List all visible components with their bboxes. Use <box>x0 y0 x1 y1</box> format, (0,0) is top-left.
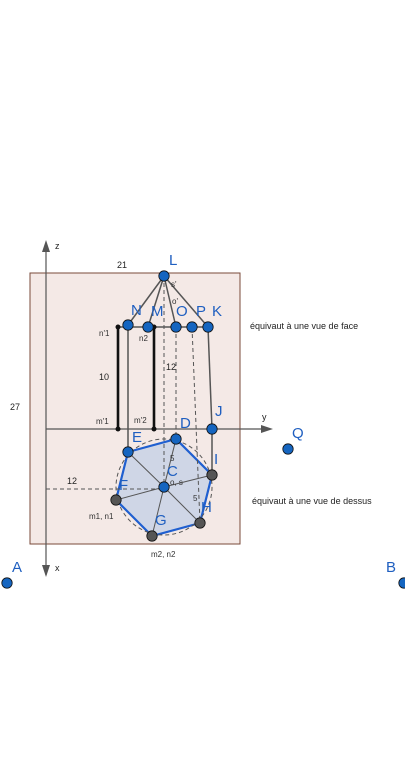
point-G[interactable] <box>146 530 158 542</box>
point-C[interactable] <box>158 481 170 493</box>
dim-h12: 12 <box>166 362 176 372</box>
label-L: L <box>169 252 177 269</box>
dim-height: 27 <box>10 402 20 412</box>
label-m2n2: m2, n2 <box>151 550 176 559</box>
z-axis <box>42 240 50 577</box>
note-top-view: équivaut à une vue de dessus <box>252 496 372 506</box>
label-E: E <box>132 429 142 446</box>
label-A: A <box>12 559 22 576</box>
label-m1n1: m1, n1 <box>89 512 114 521</box>
point-P[interactable] <box>186 321 198 333</box>
label-n2: n2 <box>139 334 148 343</box>
small-dots <box>115 324 157 432</box>
dim-s5a: 5 <box>170 454 175 463</box>
label-m2-prime: m'2 <box>134 416 147 425</box>
point-L[interactable] <box>158 270 170 282</box>
label-K: K <box>212 303 222 320</box>
point-Q[interactable] <box>282 443 294 455</box>
point-H[interactable] <box>194 517 206 529</box>
point-A[interactable] <box>1 577 13 589</box>
label-G: G <box>155 512 167 529</box>
dim-width: 21 <box>117 260 127 270</box>
helper-dashed-lines <box>46 276 201 524</box>
point-M[interactable] <box>142 321 154 333</box>
label-o-prime: o' <box>172 297 178 306</box>
label-m1-prime: m'1 <box>96 417 109 426</box>
label-Q: Q <box>292 425 304 442</box>
label-o-s: o, s <box>170 478 183 487</box>
point-J[interactable] <box>206 423 218 435</box>
label-J: J <box>215 403 223 420</box>
x-axis-label: x <box>55 563 60 573</box>
top-view-inner-lines <box>115 438 213 537</box>
blue-points <box>1 270 405 589</box>
point-N[interactable] <box>122 319 134 331</box>
label-B: B <box>386 559 396 576</box>
dim-h10: 10 <box>99 372 109 382</box>
label-P: P <box>196 303 206 320</box>
label-H: H <box>201 499 212 516</box>
note-front-view: équivaut à une vue de face <box>250 321 358 331</box>
label-C: C <box>167 463 178 480</box>
label-n1-prime: n'1 <box>99 329 110 338</box>
dim-s5b: 5 <box>193 494 198 503</box>
point-B[interactable] <box>398 577 405 589</box>
point-E[interactable] <box>122 446 134 458</box>
label-N: N <box>131 302 142 319</box>
point-O[interactable] <box>170 321 182 333</box>
label-F: F <box>119 477 128 494</box>
label-I: I <box>214 451 218 468</box>
point-D[interactable] <box>170 433 182 445</box>
label-O: O <box>176 303 188 320</box>
label-D: D <box>180 415 191 432</box>
label-s-prime: s' <box>171 280 177 289</box>
point-F[interactable] <box>110 494 122 506</box>
dim-left-offset: 12 <box>67 476 77 486</box>
gray-points <box>110 469 218 542</box>
y-axis-label: y <box>262 412 267 422</box>
label-M: M <box>151 303 164 320</box>
z-axis-label: z <box>55 241 60 251</box>
point-I[interactable] <box>206 469 218 481</box>
point-K[interactable] <box>202 321 214 333</box>
